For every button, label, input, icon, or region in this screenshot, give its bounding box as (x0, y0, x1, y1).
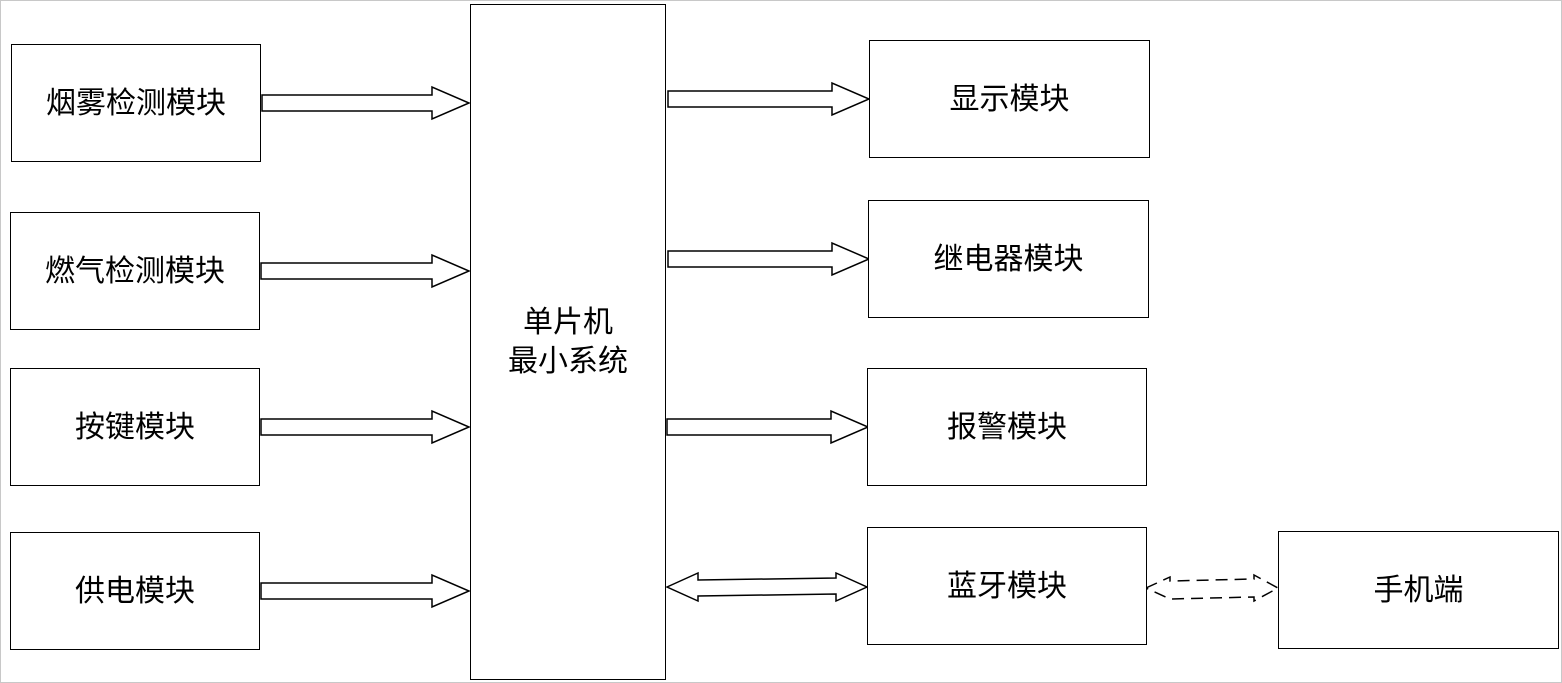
arrow-bluetooth-phone-wireless (1144, 573, 1280, 603)
mcu-label-line2: 最小系统 (508, 344, 628, 379)
mcu-label-line1: 单片机 (523, 305, 613, 340)
arrow-smoke-to-mcu (261, 85, 471, 121)
mcu-minimum-system: 单片机 最小系统 (470, 4, 666, 680)
power-module: 供电模块 (10, 532, 260, 650)
arrow-mcu-to-alarm (666, 409, 870, 445)
bluetooth-module: 蓝牙模块 (867, 527, 1147, 645)
arrow-keys-to-mcu (260, 409, 471, 445)
alarm-module-label: 报警模块 (947, 409, 1067, 445)
arrow-power-to-mcu (260, 573, 471, 609)
key-module-label: 按键模块 (75, 409, 195, 445)
relay-module-label: 继电器模块 (933, 241, 1084, 277)
phone-terminal: 手机端 (1278, 531, 1559, 649)
display-module: 显示模块 (869, 40, 1150, 158)
arrow-mcu-bluetooth-bidirectional (665, 571, 869, 603)
gas-detection-module: 燃气检测模块 (10, 212, 260, 330)
arrow-mcu-to-relay (667, 241, 871, 277)
relay-module: 继电器模块 (868, 200, 1149, 318)
smoke-detection-module: 烟雾检测模块 (11, 44, 261, 162)
arrow-gas-to-mcu (260, 253, 471, 289)
bluetooth-module-label: 蓝牙模块 (947, 568, 1067, 604)
power-module-label: 供电模块 (75, 573, 195, 609)
arrow-mcu-to-display (667, 81, 871, 117)
key-module: 按键模块 (10, 368, 260, 486)
alarm-module: 报警模块 (867, 368, 1147, 486)
smoke-detection-label: 烟雾检测模块 (46, 85, 226, 121)
gas-detection-label: 燃气检测模块 (45, 253, 225, 289)
display-module-label: 显示模块 (949, 81, 1070, 117)
phone-terminal-label: 手机端 (1373, 572, 1464, 608)
